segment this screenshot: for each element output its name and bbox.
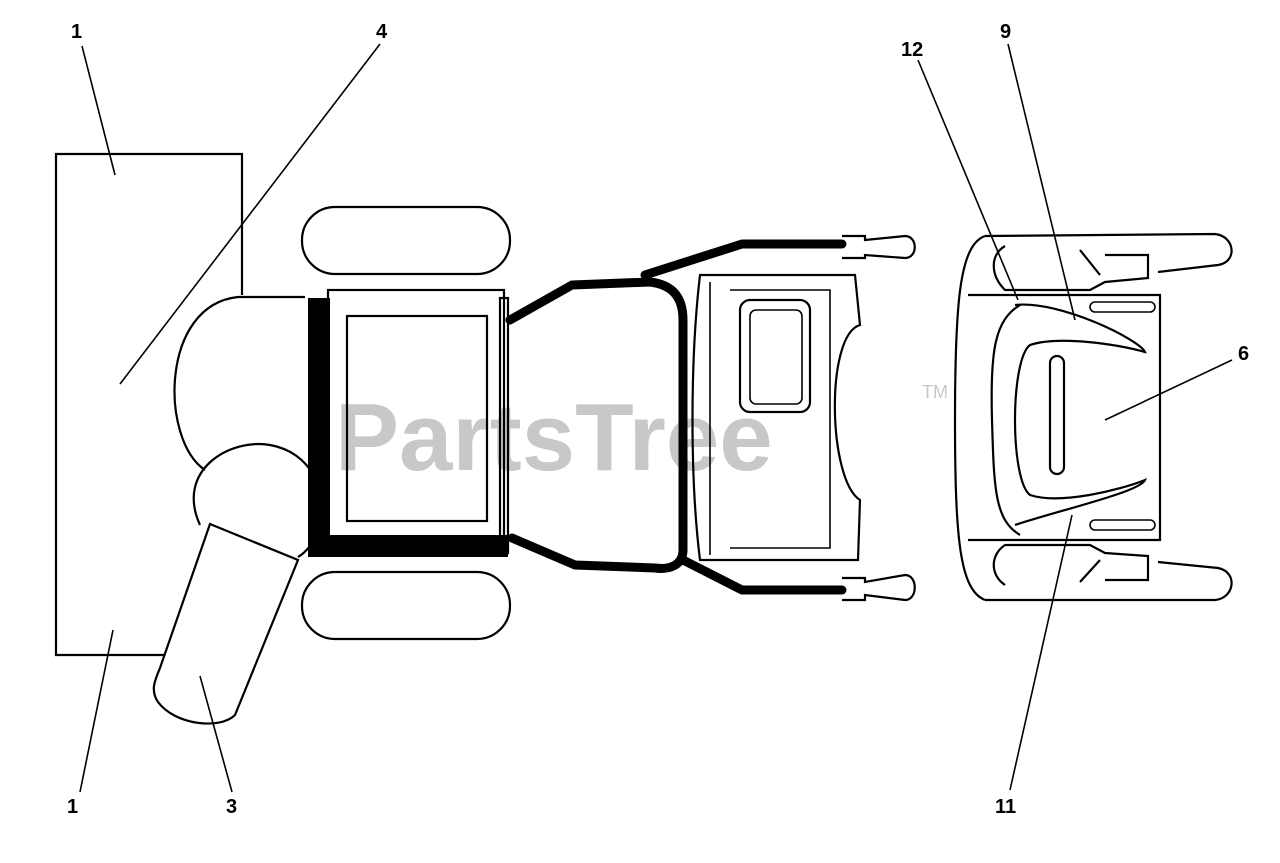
part-1-frame[interactable]: [54, 152, 244, 657]
wheel-top[interactable]: [300, 205, 512, 276]
watermark: PartsTree TM: [335, 382, 948, 491]
callout-labels: 1 4 1 3 12 9 6 11: [67, 21, 1249, 818]
control-panel[interactable]: [691, 273, 862, 562]
part-4-housing[interactable]: [173, 295, 305, 471]
callout-4: 4: [376, 21, 388, 43]
watermark-trademark: TM: [922, 382, 948, 402]
watermark-text: PartsTree: [335, 384, 773, 491]
handle-grip-bottom[interactable]: [842, 573, 916, 602]
wheel-bottom[interactable]: [300, 570, 512, 641]
handle-frame[interactable]: [505, 239, 847, 595]
callout-3: 3: [226, 796, 237, 818]
part-3-chute[interactable]: [152, 522, 300, 725]
handle-grip-top[interactable]: [842, 234, 916, 260]
engine-block[interactable]: [308, 288, 510, 557]
callout-9: 9: [1000, 21, 1011, 43]
rear-handle-assembly[interactable]: [953, 232, 1233, 602]
callout-12: 12: [901, 39, 923, 61]
callout-6: 6: [1238, 343, 1249, 365]
circular-hub[interactable]: [192, 442, 323, 558]
callout-1-bottom: 1: [67, 796, 78, 818]
callout-1-top: 1: [71, 21, 82, 43]
leader-lines: [79, 43, 1233, 793]
callout-11: 11: [995, 796, 1016, 818]
